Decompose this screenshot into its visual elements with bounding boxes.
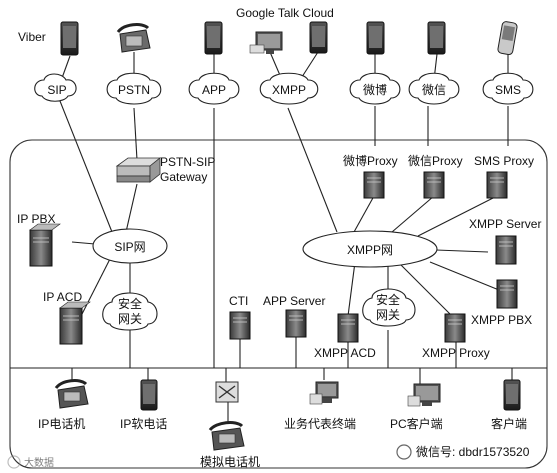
agent-terminal-icon bbox=[309, 381, 339, 405]
app-server-label: APP Server bbox=[263, 294, 325, 308]
left-watermark-text: 大数据 bbox=[24, 456, 54, 469]
sip-cloud: SIP bbox=[34, 73, 77, 102]
xmpp-network-label: XMPP网 bbox=[347, 243, 393, 257]
sms-cloud: SMS bbox=[482, 72, 534, 105]
right-watermark-text: 微信号: dbdr1573520 bbox=[416, 445, 530, 459]
app-cloud-label: APP bbox=[202, 83, 226, 97]
sms-proxy-label: SMS Proxy bbox=[474, 154, 534, 168]
left-watermark: 大数据 bbox=[7, 455, 54, 469]
xmpp-proxy-label: XMPP Proxy bbox=[422, 346, 490, 360]
soft-phone-device-icon bbox=[140, 379, 158, 411]
sip-network-label: SIP网 bbox=[114, 240, 145, 254]
weibo-cloud-label: 微博 bbox=[363, 82, 387, 97]
xmpp-pbx-label: XMPP PBX bbox=[471, 313, 532, 327]
watermark-logo-icon bbox=[7, 455, 21, 469]
agent-terminal-label: 业务代表终端 bbox=[284, 416, 356, 431]
right-security-gateway-cloud: 安全 网关 bbox=[362, 288, 416, 327]
cti-label: CTI bbox=[229, 294, 248, 308]
pc-client-label: PC客户端 bbox=[390, 416, 443, 431]
xmpp-network-ellipse bbox=[302, 230, 438, 268]
right-security-label-line1: 安全 bbox=[376, 292, 400, 307]
ip-phone-label: IP电话机 bbox=[38, 417, 85, 431]
xmpp-acd-label: XMPP ACD bbox=[314, 346, 376, 360]
analog-phone-label: 模拟电话机 bbox=[200, 455, 260, 469]
analog-phone-icon bbox=[208, 421, 245, 451]
weibo-proxy-label: 微博Proxy bbox=[343, 153, 398, 168]
left-security-label-line2: 网关 bbox=[118, 312, 142, 326]
ip-desk-phone-icon bbox=[54, 379, 89, 409]
pc-client-icon bbox=[407, 383, 441, 407]
xmpp-proxy-server-icon bbox=[444, 313, 466, 343]
weixin-smartphone-icon bbox=[427, 21, 446, 55]
sms-phone-icon bbox=[497, 21, 518, 56]
sip-cloud-label: SIP bbox=[47, 83, 66, 97]
right-security-label-line2: 网关 bbox=[376, 308, 400, 322]
sms-cloud-label: SMS bbox=[495, 83, 521, 97]
weixin-proxy-server-icon bbox=[423, 171, 445, 199]
ip-acd-label: IP ACD bbox=[43, 290, 82, 304]
google-talk-cloud-label: Google Talk Cloud bbox=[236, 6, 334, 20]
viber-smartphone-icon bbox=[60, 21, 79, 56]
connection-lines bbox=[10, 51, 547, 424]
sms-proxy-server-icon bbox=[486, 171, 508, 199]
desktop-computer-icon bbox=[249, 31, 283, 54]
soft-phone-label: IP软电话 bbox=[120, 417, 167, 431]
xmpp-smartphone-icon bbox=[309, 21, 328, 54]
sip-network-ellipse bbox=[92, 228, 168, 264]
gateway-label-line2: Gateway bbox=[160, 170, 207, 184]
pstn-sip-gateway-icon bbox=[115, 157, 162, 183]
cti-server-icon bbox=[229, 311, 251, 340]
xmpp-acd-server-icon bbox=[337, 313, 359, 343]
ip-pbx-label: IP PBX bbox=[17, 212, 55, 226]
app-cloud: APP bbox=[188, 72, 240, 105]
client-smartphone-icon bbox=[503, 379, 521, 411]
weibo-smartphone-icon bbox=[366, 21, 385, 55]
weibo-cloud: 微博 bbox=[349, 72, 401, 105]
xmpp-cloud-label: XMPP bbox=[272, 83, 306, 97]
client-label: 客户端 bbox=[491, 416, 527, 431]
wechat-logo-icon bbox=[396, 444, 412, 460]
xmpp-cloud: XMPP bbox=[259, 72, 319, 105]
analog-switch-icon bbox=[215, 381, 239, 403]
xmpp-pbx-server-icon bbox=[496, 279, 518, 309]
ip-pbx-server-icon bbox=[29, 223, 61, 267]
pstn-cloud-label: PSTN bbox=[118, 83, 150, 97]
pstn-cloud: PSTN bbox=[106, 72, 162, 105]
left-security-gateway-cloud: 安全 网关 bbox=[102, 292, 158, 331]
xmpp-server-icon bbox=[495, 235, 517, 265]
core-network-enclosure bbox=[9, 139, 548, 469]
weixin-cloud: 微信 bbox=[408, 72, 460, 105]
left-security-label-line1: 安全 bbox=[118, 296, 142, 311]
weibo-proxy-server-icon bbox=[363, 171, 385, 199]
weixin-cloud-label: 微信 bbox=[422, 83, 446, 97]
viber-label: Viber bbox=[18, 30, 46, 44]
ip-acd-server-icon bbox=[59, 301, 91, 345]
desk-phone-icon bbox=[116, 23, 151, 53]
right-watermark: 微信号: dbdr1573520 bbox=[396, 444, 530, 460]
xmpp-server-label: XMPP Server bbox=[469, 217, 541, 231]
gateway-label-line1: PSTN-SIP bbox=[160, 155, 215, 169]
app-server-icon bbox=[285, 309, 307, 338]
app-smartphone-icon bbox=[204, 21, 223, 55]
weixin-proxy-label: 微信Proxy bbox=[408, 154, 463, 168]
